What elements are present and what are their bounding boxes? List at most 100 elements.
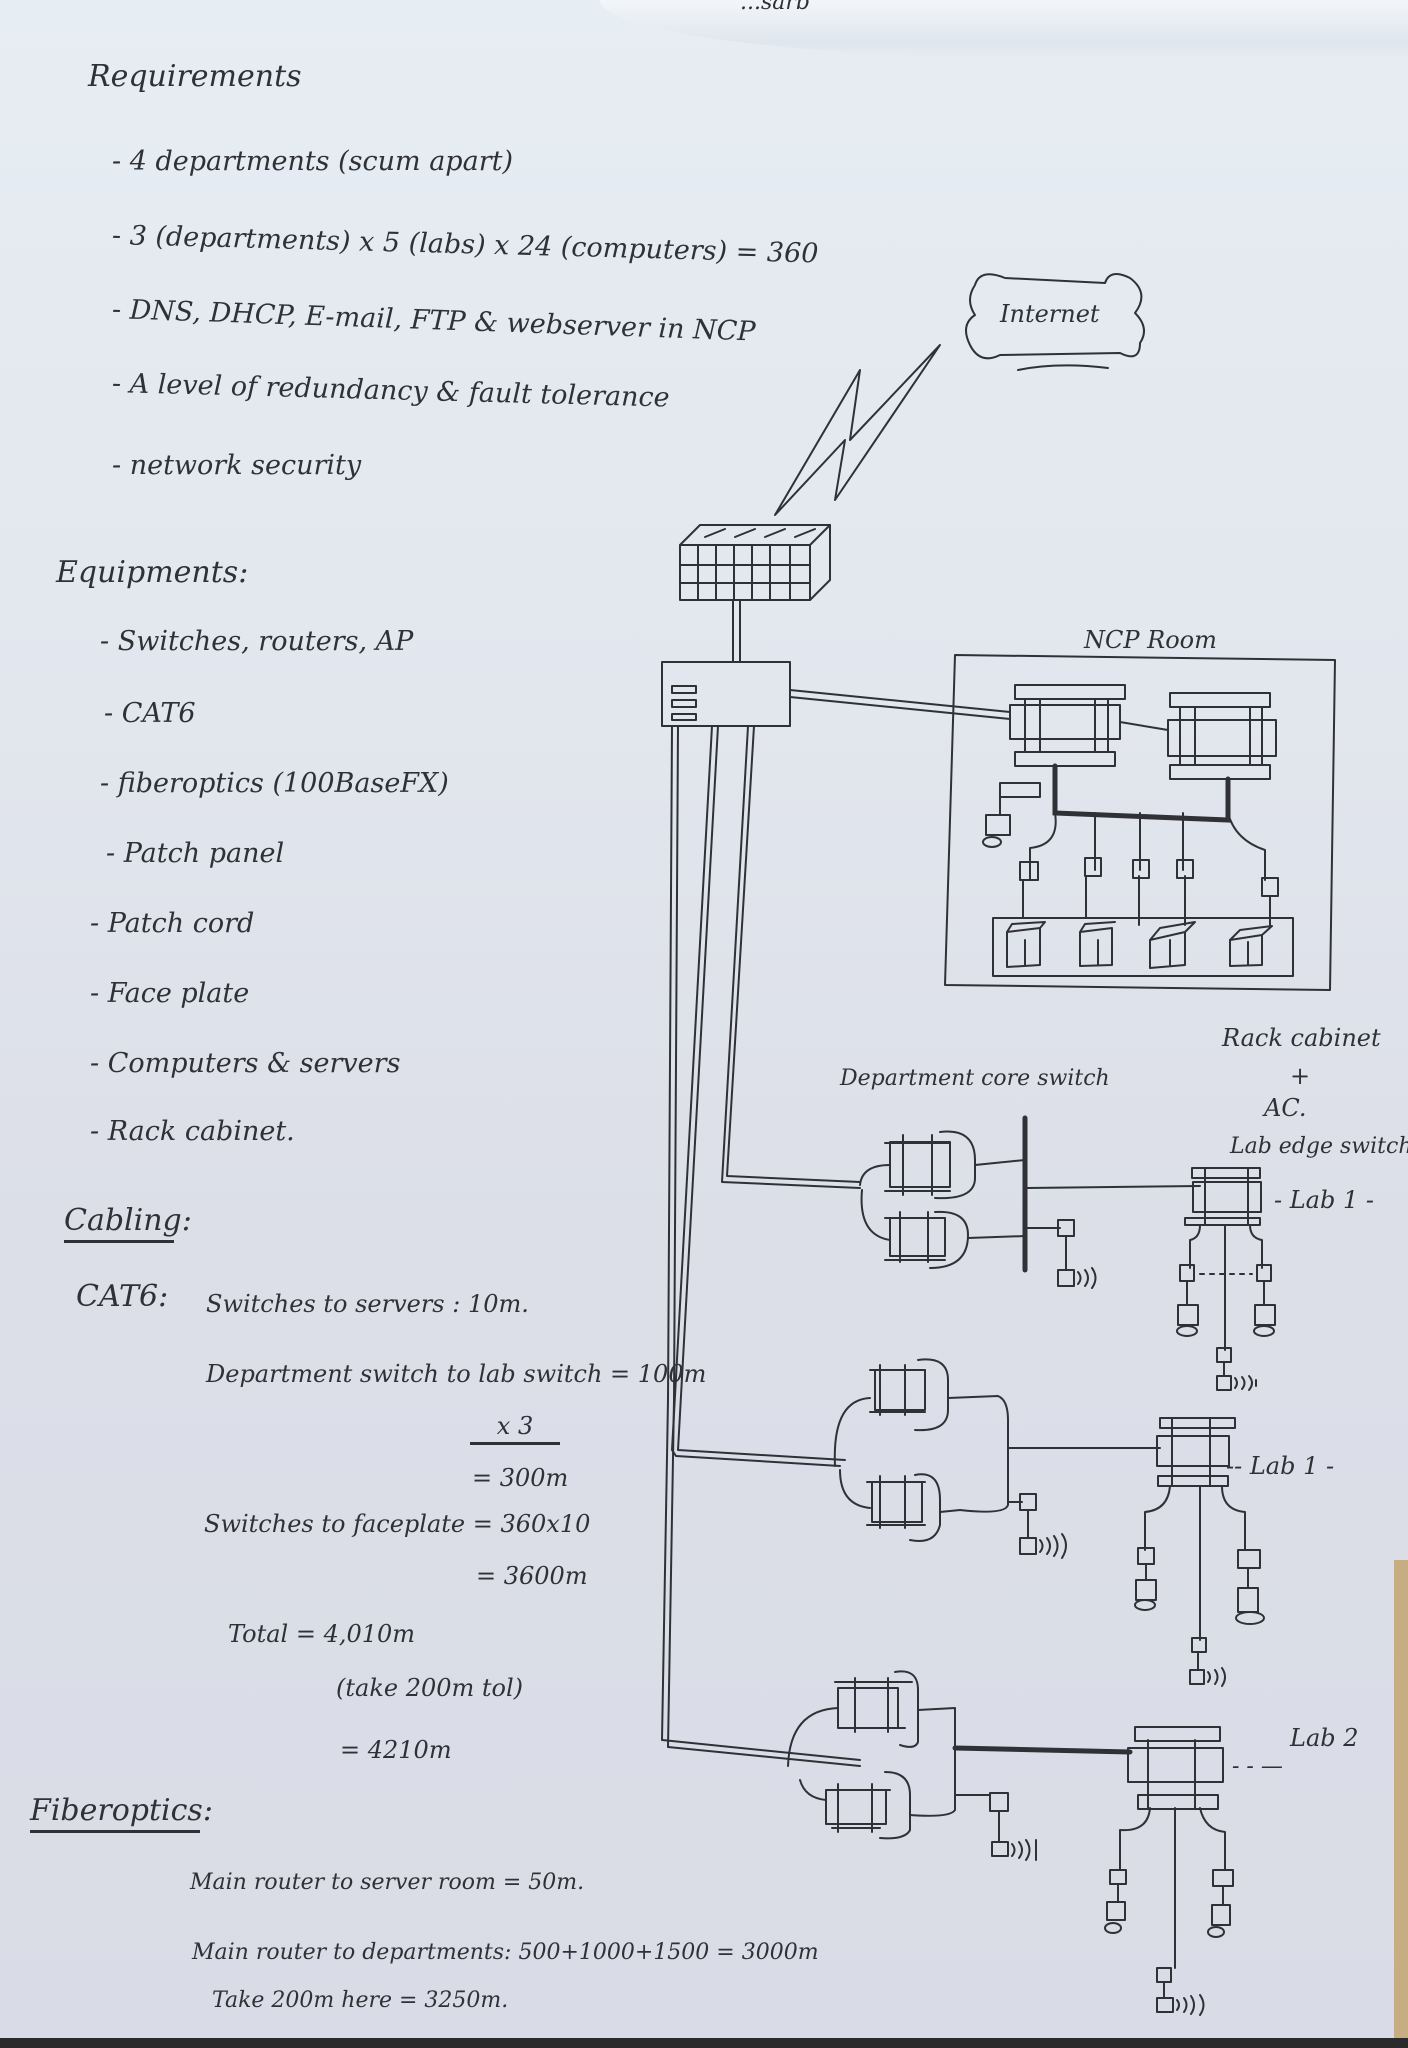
faceplate-icon <box>1179 1264 1195 1282</box>
computer-icon <box>1235 1587 1265 1625</box>
lab-label: Lab 2 <box>1290 1724 1359 1752</box>
access-point-icon <box>1019 1533 1067 1559</box>
top-scrap-text: ...sarb <box>740 0 810 15</box>
table-edge <box>1394 1560 1408 2048</box>
faceplate-icon <box>1084 857 1102 877</box>
firewall-icon <box>679 524 831 601</box>
computer-icon <box>982 782 1041 848</box>
faceplate-icon <box>1216 1347 1232 1363</box>
access-point-icon <box>991 1839 1037 1861</box>
switch-icon <box>884 1210 969 1269</box>
equipments-heading: Equipments: <box>56 555 249 590</box>
fiber-link-dept1-b <box>726 725 861 1183</box>
equipment-item: - Switches, routers, AP <box>100 626 414 657</box>
fiber-link-dept2 <box>671 725 841 1467</box>
requirement-item: - network security <box>112 450 362 481</box>
fiber-line: Main router to server room = 50m. <box>190 1870 585 1895</box>
lab-dash: - - — <box>1232 1754 1283 1779</box>
fiber-link-dept3 <box>661 725 861 1761</box>
equipment-item: - Patch panel <box>106 838 285 869</box>
ncp-room-label: NCP Room <box>1084 626 1217 654</box>
equipment-item: - fiberoptics (100BaseFX) <box>100 768 449 799</box>
faceplate-icon <box>989 1792 1009 1812</box>
cat6-total: Total = 4,010m <box>228 1620 416 1648</box>
fiber-link-dept2-b <box>677 725 846 1461</box>
dept-core-switch-label: Department core switch <box>840 1066 1110 1091</box>
cat6-line: Switches to faceplate = 360x10 <box>204 1510 591 1538</box>
faceplate-icon <box>1137 1547 1155 1565</box>
equipment-item: - CAT6 <box>104 698 196 729</box>
access-point-icon <box>1216 1375 1257 1391</box>
access-point-icon <box>1057 1267 1097 1289</box>
fiber-line: Main router to departments: 500+1000+150… <box>192 1940 819 1965</box>
faceplate-icon <box>1019 861 1039 881</box>
cat6-tolerance: (take 200m tol) <box>336 1674 524 1702</box>
bottom-edge <box>0 2038 1408 2048</box>
cat6-line: Switches to servers : 10m. <box>206 1290 529 1318</box>
server-icon <box>1229 925 1273 967</box>
computer-icon <box>1134 1579 1157 1611</box>
faceplate-icon <box>1109 1869 1127 1885</box>
switch-icon <box>869 1358 949 1432</box>
switch-icon <box>1156 1417 1236 1487</box>
switch-icon <box>866 1473 941 1542</box>
cat6-line: = 300m <box>472 1464 569 1492</box>
equipment-item: - Rack cabinet. <box>90 1116 295 1147</box>
computer-icon <box>1104 1901 1126 1934</box>
server-icon <box>1006 921 1046 968</box>
switch-icon <box>1127 1726 1224 1810</box>
faceplate-icon <box>1156 1967 1172 1983</box>
fiber-heading: Fiberoptics: <box>30 1796 213 1833</box>
faceplate-icon <box>1132 859 1150 879</box>
equipment-item: - Face plate <box>90 978 250 1009</box>
requirements-heading: Requirements <box>88 59 302 94</box>
ncp-room <box>944 654 1336 991</box>
access-point-icon <box>1156 1994 1205 2016</box>
switch-icon <box>1167 692 1277 780</box>
department-1-core <box>859 1115 1201 1289</box>
ac-label: AC. <box>1264 1094 1307 1122</box>
server-icon <box>1079 921 1116 967</box>
department-3-core <box>787 1670 1133 1861</box>
cabling-heading: Cabling: <box>64 1206 192 1243</box>
fiber-link-ncp <box>789 689 1011 720</box>
faceplate-icon <box>1237 1549 1261 1569</box>
plus-sign: + <box>1290 1062 1311 1090</box>
switch-icon <box>825 1771 911 1840</box>
lightning-link-icon <box>774 344 941 516</box>
access-point-icon <box>1189 1667 1226 1687</box>
computer-icon <box>1253 1304 1276 1337</box>
switch-icon <box>1184 1167 1262 1226</box>
lab-1-edge <box>1176 1167 1276 1391</box>
switch-icon <box>1009 684 1126 767</box>
equipment-item: - Patch cord <box>90 908 255 939</box>
department-2-core <box>833 1358 1161 1559</box>
faceplate-icon <box>1256 1264 1272 1282</box>
equipment-item: - Computers & servers <box>90 1048 401 1079</box>
fiber-link-dept3-b <box>667 725 861 1767</box>
cloud-icon <box>965 273 1145 371</box>
computer-icon <box>1207 1904 1231 1938</box>
lab-1b-edge <box>1134 1417 1265 1687</box>
requirement-item: - 4 departments (scum apart) <box>112 146 513 177</box>
fiber-line: Take 200m here = 3250m. <box>212 1988 509 2013</box>
cat6-line: Department switch to lab switch = 100m <box>206 1360 707 1388</box>
server-icon <box>1149 921 1196 969</box>
firewall-router-link <box>732 599 741 663</box>
faceplate-icon <box>1212 1869 1234 1887</box>
router-icon <box>661 661 791 727</box>
internet-label: Internet <box>1000 300 1100 328</box>
computer-icon <box>1176 1304 1199 1337</box>
faceplate-icon <box>1191 1637 1207 1653</box>
cat6-line: = 3600m <box>476 1562 588 1590</box>
cat6-grand-total: = 4210m <box>340 1736 452 1764</box>
cat6-line: x 3 <box>470 1414 560 1445</box>
lab-edge-switch-label: Lab edge switch <box>1230 1134 1408 1159</box>
switch-icon <box>884 1130 976 1200</box>
lab-label: - Lab 1 - <box>1274 1186 1374 1214</box>
lab-2-edge <box>1104 1726 1234 2016</box>
cat6-label: CAT6: <box>76 1279 169 1314</box>
fiber-link-dept1 <box>721 725 861 1189</box>
